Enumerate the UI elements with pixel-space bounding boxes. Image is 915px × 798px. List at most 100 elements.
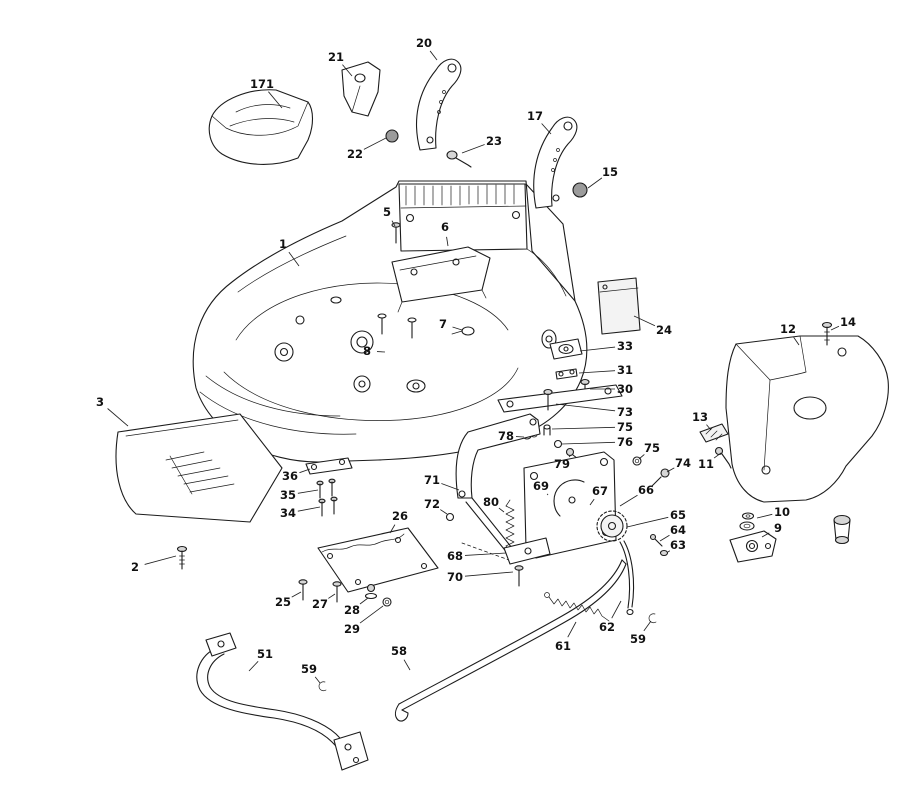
part-62-rod-drawing	[619, 540, 635, 616]
leader-line-22	[363, 137, 387, 150]
part-71-bracket-drawing	[455, 413, 541, 555]
leader-line-7	[452, 326, 463, 331]
part-callout-65: 65	[669, 508, 687, 522]
leader-line-76	[561, 441, 616, 445]
part-171-cover-drawing	[208, 89, 314, 165]
part-63-64-drawing	[649, 533, 669, 557]
leader-line-1	[288, 251, 300, 267]
part-17-handle-arm-drawing	[533, 116, 578, 209]
part-59-clips-drawing	[318, 613, 657, 692]
part-20-handle-arm-drawing	[415, 58, 462, 151]
part-callout-78: 78	[497, 429, 515, 443]
leader-line-51	[248, 660, 259, 672]
part-callout-13: 13	[691, 410, 709, 424]
part-61-spring-drawing	[544, 592, 610, 622]
part-2-screw-drawing	[176, 545, 188, 570]
part-callout-10: 10	[773, 505, 791, 519]
part-callout-12: 12	[779, 322, 797, 336]
part-callout-31: 31	[616, 363, 634, 377]
part-callout-9: 9	[773, 521, 783, 535]
part-9-10-bracket-drawing	[729, 512, 851, 563]
leader-line-33	[579, 346, 616, 352]
leader-line-14	[830, 325, 840, 331]
part-callout-64: 64	[669, 523, 687, 537]
part-callout-17: 17	[526, 109, 544, 123]
leader-line-61	[567, 621, 577, 638]
leader-line-64	[659, 534, 670, 542]
part-26-plate-drawing	[317, 527, 439, 593]
leader-line-71	[441, 483, 460, 491]
leader-line-75	[551, 426, 616, 430]
part-callout-76: 76	[616, 435, 634, 449]
leader-line-67	[589, 498, 595, 506]
leader-line-15	[587, 177, 603, 189]
leader-line-72	[440, 509, 448, 515]
part-callout-25: 25	[274, 595, 292, 609]
part-callout-80: 80	[482, 495, 500, 509]
part-callout-21: 21	[327, 50, 345, 64]
leader-line-80	[498, 507, 505, 513]
part-51-cable-drawing	[196, 632, 369, 771]
leader-line-13	[706, 424, 712, 431]
part-callout-8: 8	[362, 344, 372, 358]
part-callout-71: 71	[423, 473, 441, 487]
part-callout-34: 34	[279, 506, 297, 520]
leader-line-65	[626, 516, 669, 528]
part-callout-27: 27	[311, 597, 329, 611]
part-callout-75: 75	[643, 441, 661, 455]
part-callout-36: 36	[281, 469, 299, 483]
fasteners-cluster-drawing	[445, 338, 670, 522]
part-callout-35: 35	[279, 488, 297, 502]
leader-line-9	[761, 532, 770, 538]
leader-line-23	[461, 144, 485, 154]
part-callout-59: 59	[300, 662, 318, 676]
part-12-housing-drawing	[725, 335, 889, 503]
part-callout-29: 29	[343, 622, 361, 636]
part-callout-63: 63	[669, 538, 687, 552]
part-13-insert-drawing	[699, 423, 729, 443]
leader-line-58	[403, 659, 411, 671]
part-callout-5: 5	[382, 205, 392, 219]
part-58-rod-drawing	[394, 559, 627, 722]
leader-line-59	[643, 620, 652, 632]
leader-line-34	[297, 506, 321, 512]
leader-line-63	[667, 550, 671, 553]
part-callout-33: 33	[616, 339, 634, 353]
part-callout-67: 67	[591, 484, 609, 498]
leader-line-75	[638, 454, 645, 460]
part-callout-58: 58	[390, 644, 408, 658]
leader-line-6	[446, 236, 449, 247]
part-callout-6: 6	[440, 220, 450, 234]
part-6-bracket-drawing	[391, 246, 491, 313]
part-callout-69: 69	[532, 479, 550, 493]
leader-line-21	[342, 64, 353, 77]
leader-line-59	[314, 676, 321, 684]
leader-line-17	[541, 123, 552, 135]
part-callout-23: 23	[485, 134, 503, 148]
part-callout-68: 68	[446, 549, 464, 563]
screws-25-29-drawing	[298, 579, 392, 607]
part-3-front-cover-drawing	[115, 413, 283, 523]
part-callout-62: 62	[598, 620, 616, 634]
part-callout-74: 74	[674, 456, 692, 470]
part-15-plug-drawing	[572, 182, 588, 198]
part-callout-75: 75	[616, 420, 634, 434]
leader-line-20	[429, 50, 438, 61]
leader-line-62	[611, 600, 622, 619]
leader-line-31	[578, 370, 616, 374]
leader-line-12	[793, 336, 800, 346]
part-callout-30: 30	[616, 382, 634, 396]
part-callout-61: 61	[554, 639, 572, 653]
part-callout-79: 79	[553, 457, 571, 471]
part-callout-66: 66	[637, 483, 655, 497]
part-14-screw-drawing	[821, 321, 833, 346]
part-23-screw-drawing	[446, 150, 472, 168]
leader-line-28	[359, 597, 369, 605]
leader-line-3	[107, 408, 129, 427]
part-callout-11: 11	[697, 457, 715, 471]
part-65-gear-drawing	[596, 510, 628, 542]
leader-line-66	[619, 494, 638, 507]
